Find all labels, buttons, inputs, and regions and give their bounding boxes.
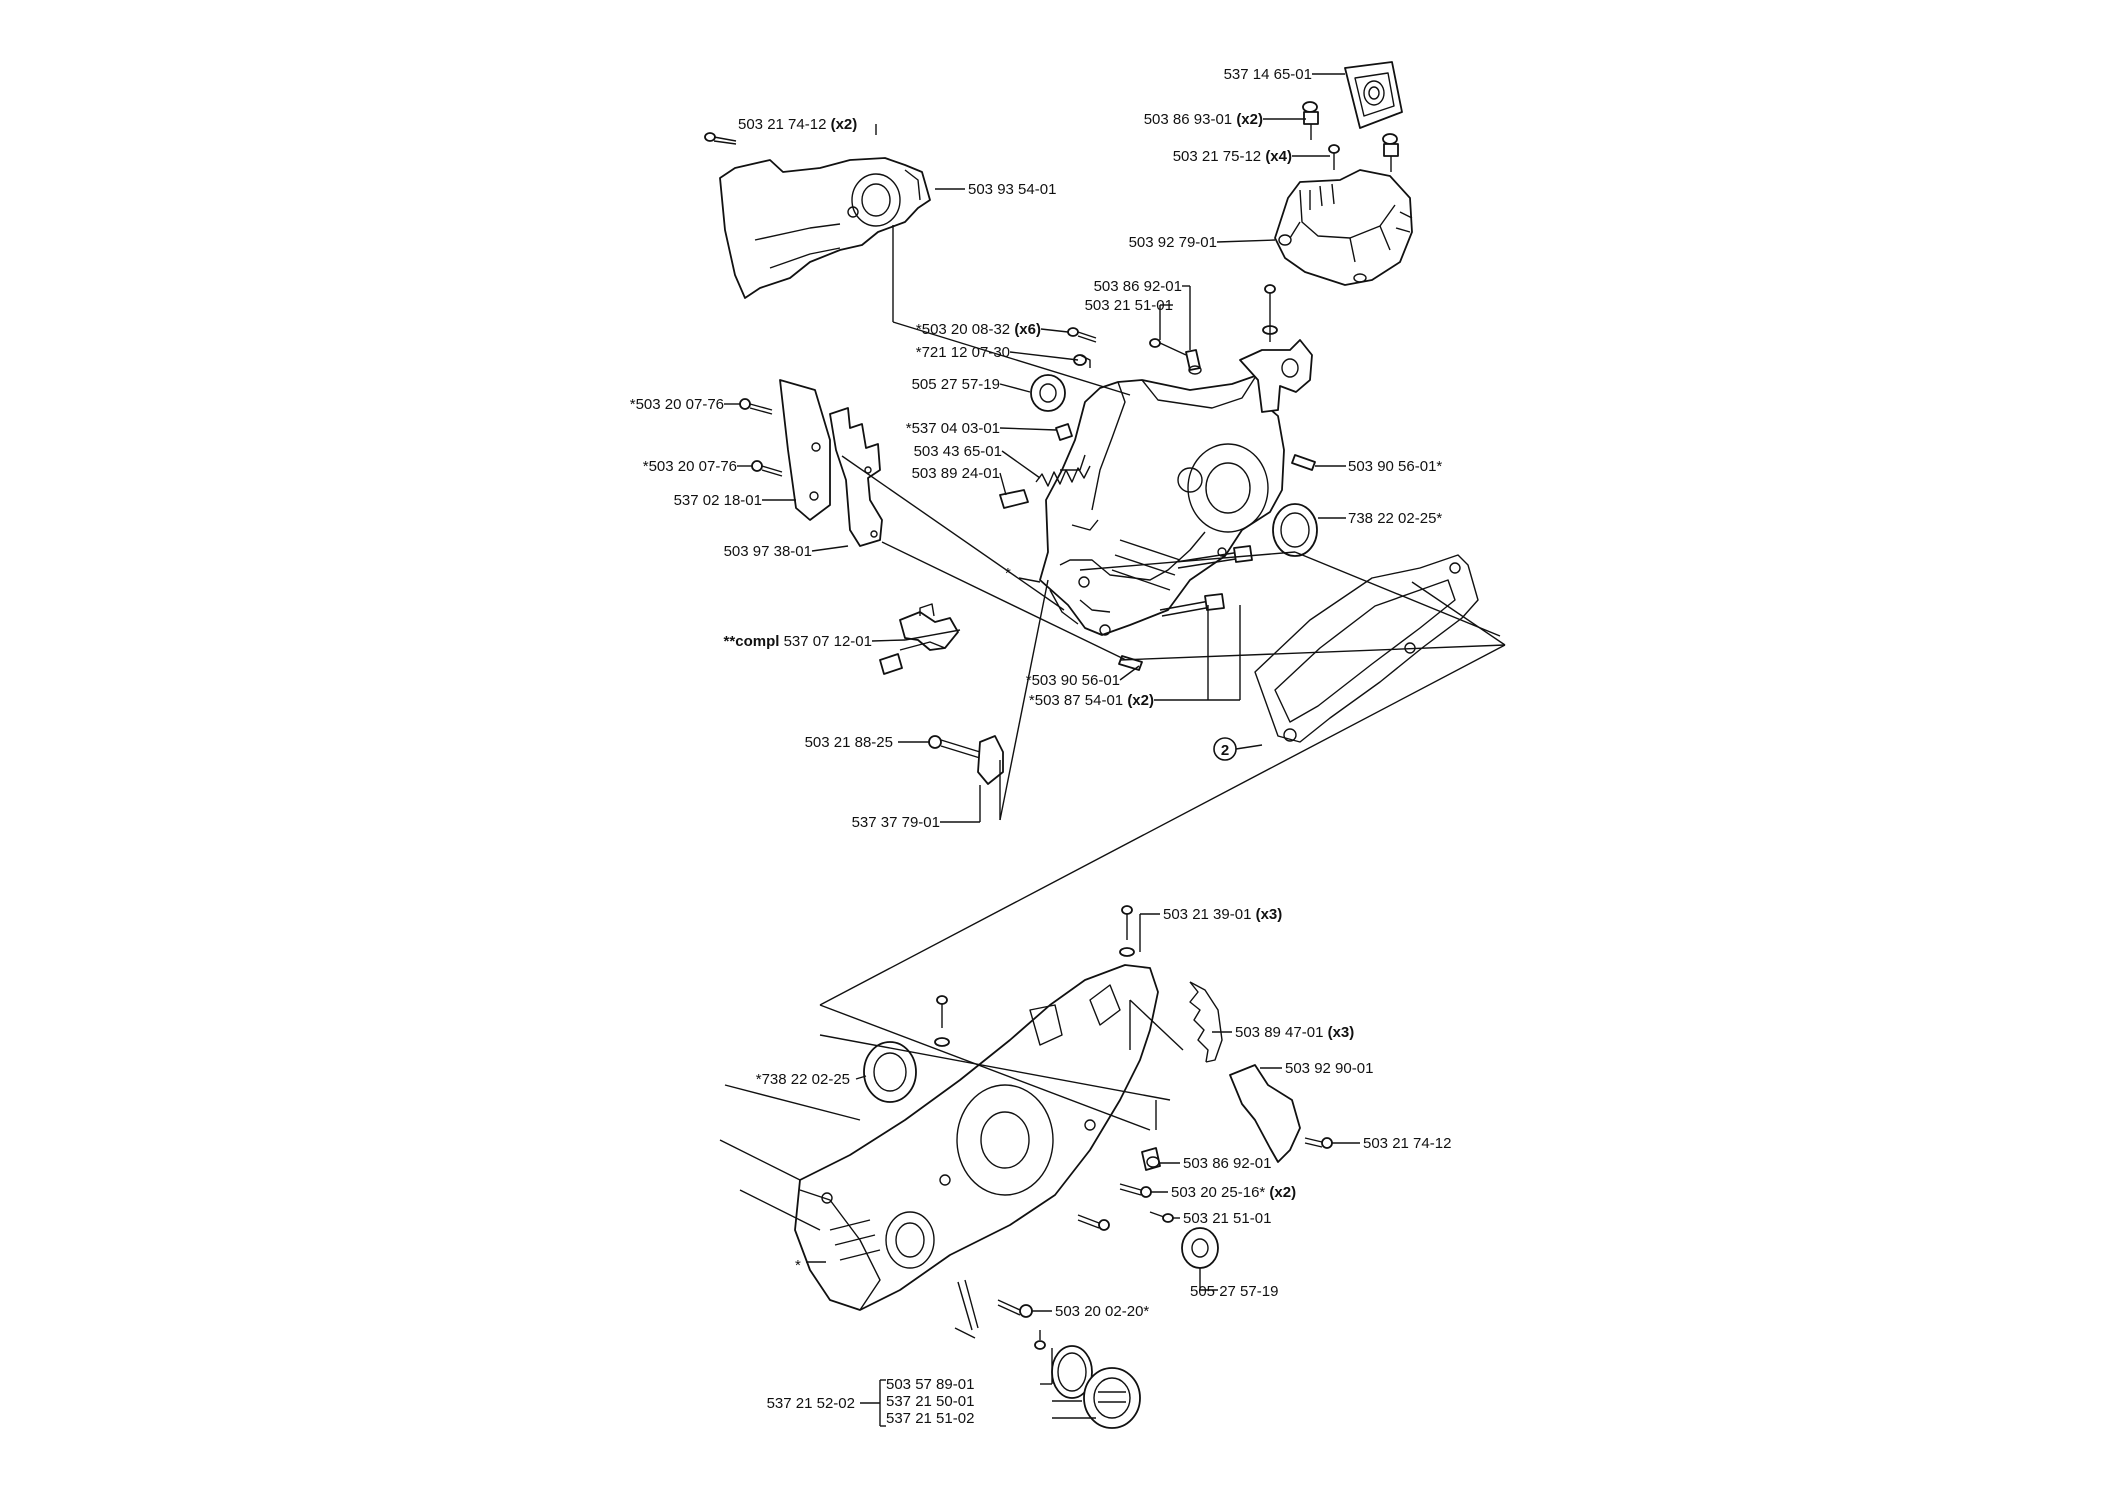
part-label: 503 21 74-12 [1363,1135,1451,1152]
part-label: 503 21 88-25 [805,734,893,751]
plate-part [977,735,1004,785]
gasket-part [1254,554,1479,743]
part-label: 537 21 52-02 [767,1395,855,1412]
part-label: 503 86 92-01 [1183,1155,1271,1172]
part-label: *503 20 07-76 [643,458,737,475]
part-label: *738 22 02-25 [756,1071,850,1088]
part-label: 503 57 89-01 [886,1376,974,1393]
part-label: *503 20 08-32 (x6) [916,321,1041,338]
leader-lines [724,73,1360,1427]
guide-plate-part [719,157,931,299]
star-mark: * [795,1257,801,1274]
pin-part [1291,454,1316,471]
part-label: 503 86 93-01 (x2) [1144,111,1263,128]
oil-cap-part [1034,1330,1141,1429]
clip-part [1189,981,1223,1063]
stud-part [1141,1147,1161,1171]
part-label: 503 20 02-20* [1055,1303,1149,1320]
part-label: 738 22 02-25* [1348,510,1442,527]
part-label: 503 43 65-01 [914,443,1002,460]
screw-part [1067,327,1097,343]
part-label: 537 14 65-01 [1224,66,1312,83]
spring-part [1035,465,1091,487]
part-label: 503 89 47-01 (x3) [1235,1024,1354,1041]
screw-part [1077,1183,1152,1231]
part-label: 503 21 39-01 (x3) [1163,906,1282,923]
stud-part [1302,101,1399,172]
crankcase-lower-part [794,964,1159,1311]
lever-part [954,1279,979,1339]
part-label: *537 04 03-01 [906,420,1000,437]
part-label: 503 21 51-01 [1183,1210,1271,1227]
screw-part [1328,144,1340,170]
part-label: *503 20 07-76 [630,396,724,413]
chain-tensioner-part [879,603,959,675]
part-label: 503 93 54-01 [968,181,1056,198]
part-labels: 537 14 65-01 503 86 93-01 (x2) 503 21 75… [630,66,1452,1427]
part-label: 503 92 90-01 [1285,1060,1373,1077]
screw-part [739,398,783,477]
guide-plate-part [1229,1064,1301,1163]
part-label: 503 21 74-12 (x2) [738,116,857,133]
part-label: **compl 537 07 12-01 [724,633,872,650]
screw-part [997,1299,1033,1318]
part-label: 503 86 92-01 [1094,278,1182,295]
seal-part [1181,1227,1219,1269]
part-label: 503 21 75-12 (x4) [1173,148,1292,165]
part-label: 503 21 51-01 [1085,297,1173,314]
callout-marker: 2 [1213,737,1263,761]
screw-part [934,905,1135,1047]
stud-part [1159,545,1253,617]
top-cover-part [1274,169,1413,286]
part-label: *503 87 54-01 (x2) [1029,692,1154,709]
star-mark: * [1005,565,1011,582]
stud-part [1149,338,1202,375]
pin-part [1073,354,1091,368]
screw-part [1304,1137,1333,1149]
part-label: 537 21 50-01 [886,1393,974,1410]
part-label: 537 21 51-02 [886,1410,974,1427]
part-label: 537 37 79-01 [852,814,940,831]
part-label: 537 02 18-01 [674,492,762,509]
screw-part [704,132,737,145]
part-label: 503 89 24-01 [912,465,1000,482]
part-label: 505 27 57-19 [1190,1283,1278,1300]
part-label: 503 90 56-01* [1348,458,1442,475]
part-label: 503 20 25-16* (x2) [1171,1184,1296,1201]
pin-part [1055,423,1073,441]
crankcase-part [1039,375,1285,636]
bumper-part [999,489,1029,509]
bracket-part [1239,339,1313,413]
part-label: 505 27 57-19 [912,376,1000,393]
assembly-lines [719,225,1506,1231]
rubber-cap-part [1344,61,1403,129]
comb-plate-part [829,407,883,547]
bearing-part [1272,503,1318,557]
callout-number: 2 [1221,742,1229,759]
part-label: *503 90 56-01 [1026,672,1120,689]
part-label: 503 92 79-01 [1129,234,1217,251]
side-cover-part [779,379,831,521]
screw-part [1149,1211,1174,1223]
part-label: 503 97 38-01 [724,543,812,560]
part-label: *721 12 07-30 [916,344,1010,361]
seal-part [1030,374,1066,412]
bearing-part [863,1041,917,1103]
screw-part [928,735,981,759]
